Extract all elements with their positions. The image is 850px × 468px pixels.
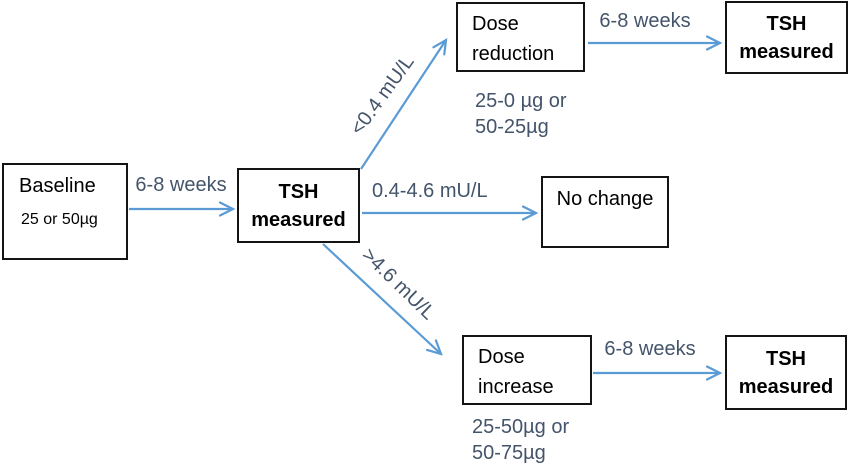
dose-increase-line2: increase [478, 376, 554, 398]
tsh-measured-top-box: TSH measured [725, 1, 848, 74]
dose-reduction-line1: Dose [472, 13, 519, 35]
baseline-title: Baseline [19, 175, 96, 197]
dose-increase-line1: Dose [478, 346, 525, 368]
arrow-tsh-to-dose-reduction [360, 37, 448, 170]
reduction-doses-line2: 50-25µg [475, 116, 549, 138]
increase-doses-note: 25-50µg or 50-75µg [472, 414, 569, 466]
tsh-measured-center-box: TSH measured [237, 168, 360, 243]
baseline-interval-label: 6-8 weeks [135, 174, 227, 196]
tsh-top-line1: TSH [766, 12, 807, 35]
tsh-top-line2: measured [739, 40, 834, 63]
no-change-label: No change [556, 188, 654, 210]
normal-tsh-range-label: 0.4-4.6 mU/L [372, 180, 488, 202]
dose-increase-box: Dose increase [462, 335, 592, 405]
reduction-doses-line1: 25-0 µg or [475, 90, 567, 112]
baseline-dose: 25 or 50µg [21, 211, 98, 228]
increase-interval-label: 6-8 weeks [604, 338, 696, 360]
tsh-measured-bottom-box: TSH measured [725, 335, 847, 410]
tsh-bottom-line1: TSH [766, 347, 806, 370]
increase-doses-line2: 50-75µg [472, 442, 546, 464]
dose-reduction-line2: reduction [472, 43, 555, 65]
no-change-box: No change [541, 176, 669, 248]
tsh-bottom-line2: measured [738, 375, 834, 398]
dose-reduction-box: Dose reduction [456, 2, 585, 72]
tsh-center-line1: TSH [278, 180, 319, 203]
arrow-tsh-to-dose-increase [322, 243, 443, 356]
tsh-center-line2: measured [251, 208, 346, 231]
baseline-box: Baseline 25 or 50µg [2, 163, 128, 260]
reduction-doses-note: 25-0 µg or 50-25µg [475, 88, 567, 140]
increase-doses-line1: 25-50µg or [472, 416, 570, 438]
reduction-interval-label: 6-8 weeks [599, 10, 691, 32]
